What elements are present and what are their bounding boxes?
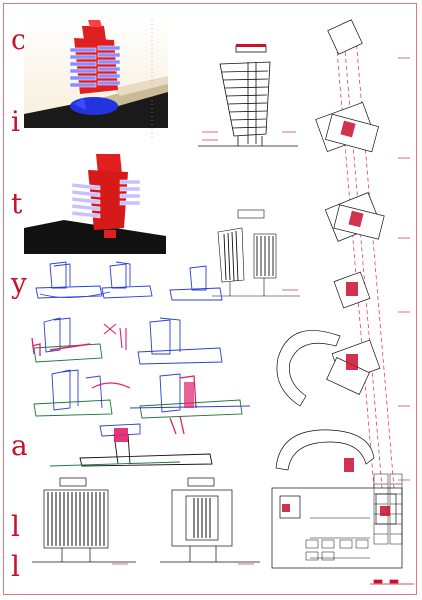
floor-plans-column: [271, 19, 414, 585]
tower-render-bottom: [24, 150, 166, 254]
title-letter-t: t: [11, 187, 23, 220]
concept-sketches: [31, 261, 251, 467]
title-letter-l1: l: [11, 510, 20, 543]
title-letter-l2: l: [11, 550, 20, 583]
tower-section-drawing: [198, 44, 298, 147]
title-letter-a: a: [11, 429, 28, 462]
front-elevation: [32, 477, 136, 565]
guide-line-left: [151, 20, 153, 140]
poster-border: [3, 3, 417, 595]
tower-render-top: [24, 18, 168, 128]
title-letter-c: c: [11, 23, 27, 56]
tower-elevation-drawings: [212, 209, 300, 297]
side-elevation: [160, 477, 260, 565]
title-letter-y: y: [11, 267, 27, 300]
title-letter-i: i: [11, 105, 20, 138]
